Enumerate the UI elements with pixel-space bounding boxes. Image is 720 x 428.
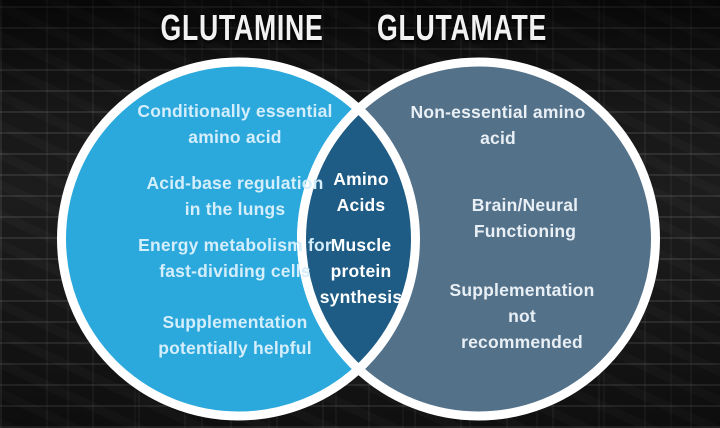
glutamine-item-acid-base-regulation: Acid-base regulation in the lungs xyxy=(146,173,324,219)
glutamate-item-supplementation-not-recommended: Supplementation not recommended xyxy=(449,280,595,352)
glutamine-title: GLUTAMINE xyxy=(160,7,324,48)
glutamine-item-energy-metabolism: Energy metabolism for fast-dividing cell… xyxy=(138,235,332,281)
glutamine-item-conditionally-essential: Conditionally essential amino acid xyxy=(137,101,333,147)
shared-item-amino-acids: Amino Acids xyxy=(333,169,389,215)
glutamate-item-brain-neural: Brain/Neural Functioning xyxy=(471,195,579,241)
shared-item-muscle-protein-synthesis: Muscle protein synthesis xyxy=(319,235,403,307)
glutamate-item-non-essential: Non-essential amino acid xyxy=(410,102,586,148)
glutamate-title: GLUTAMATE xyxy=(377,7,547,48)
glutamine-item-supplementation-helpful: Supplementation potentially helpful xyxy=(158,312,312,358)
overlap-left-arc xyxy=(297,57,420,421)
